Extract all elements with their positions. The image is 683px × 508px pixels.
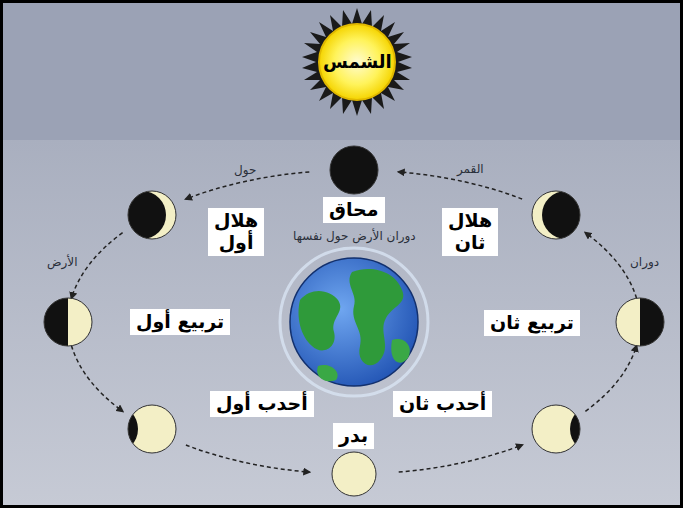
phase-label: محاق bbox=[323, 197, 385, 223]
phase-label: تربيع ثان bbox=[484, 310, 580, 336]
orbit-label: الأرض bbox=[47, 255, 77, 269]
phase-name: بدر bbox=[339, 425, 368, 447]
phase-label: بدر bbox=[333, 423, 374, 449]
phase-name: تربيع ثان bbox=[490, 312, 574, 334]
orbit-label: دوران الأرض حول نفسها bbox=[293, 229, 416, 243]
phase-label: تربيع أول bbox=[130, 309, 230, 335]
phase-name: هلال ثان bbox=[448, 210, 492, 254]
orbit-label: حول bbox=[234, 163, 256, 177]
phase-name: هلال أول bbox=[214, 210, 258, 254]
phase-label: هلال أول bbox=[208, 208, 264, 256]
phase-label: هلال ثان bbox=[442, 208, 498, 256]
phase-label: أحدب أول bbox=[210, 391, 314, 417]
orbit-label: دوران bbox=[630, 255, 659, 269]
phase-name: أحدب ثان bbox=[399, 393, 486, 415]
phase-name: محاق bbox=[329, 199, 379, 221]
phase-label: أحدب ثان bbox=[393, 391, 492, 417]
sun-label: الشمس bbox=[323, 52, 392, 73]
phase-name: تربيع أول bbox=[136, 311, 224, 333]
phase-name: أحدب أول bbox=[216, 393, 308, 415]
orbit-label: القمر bbox=[457, 162, 484, 176]
phase-name: الشمس bbox=[323, 52, 392, 73]
